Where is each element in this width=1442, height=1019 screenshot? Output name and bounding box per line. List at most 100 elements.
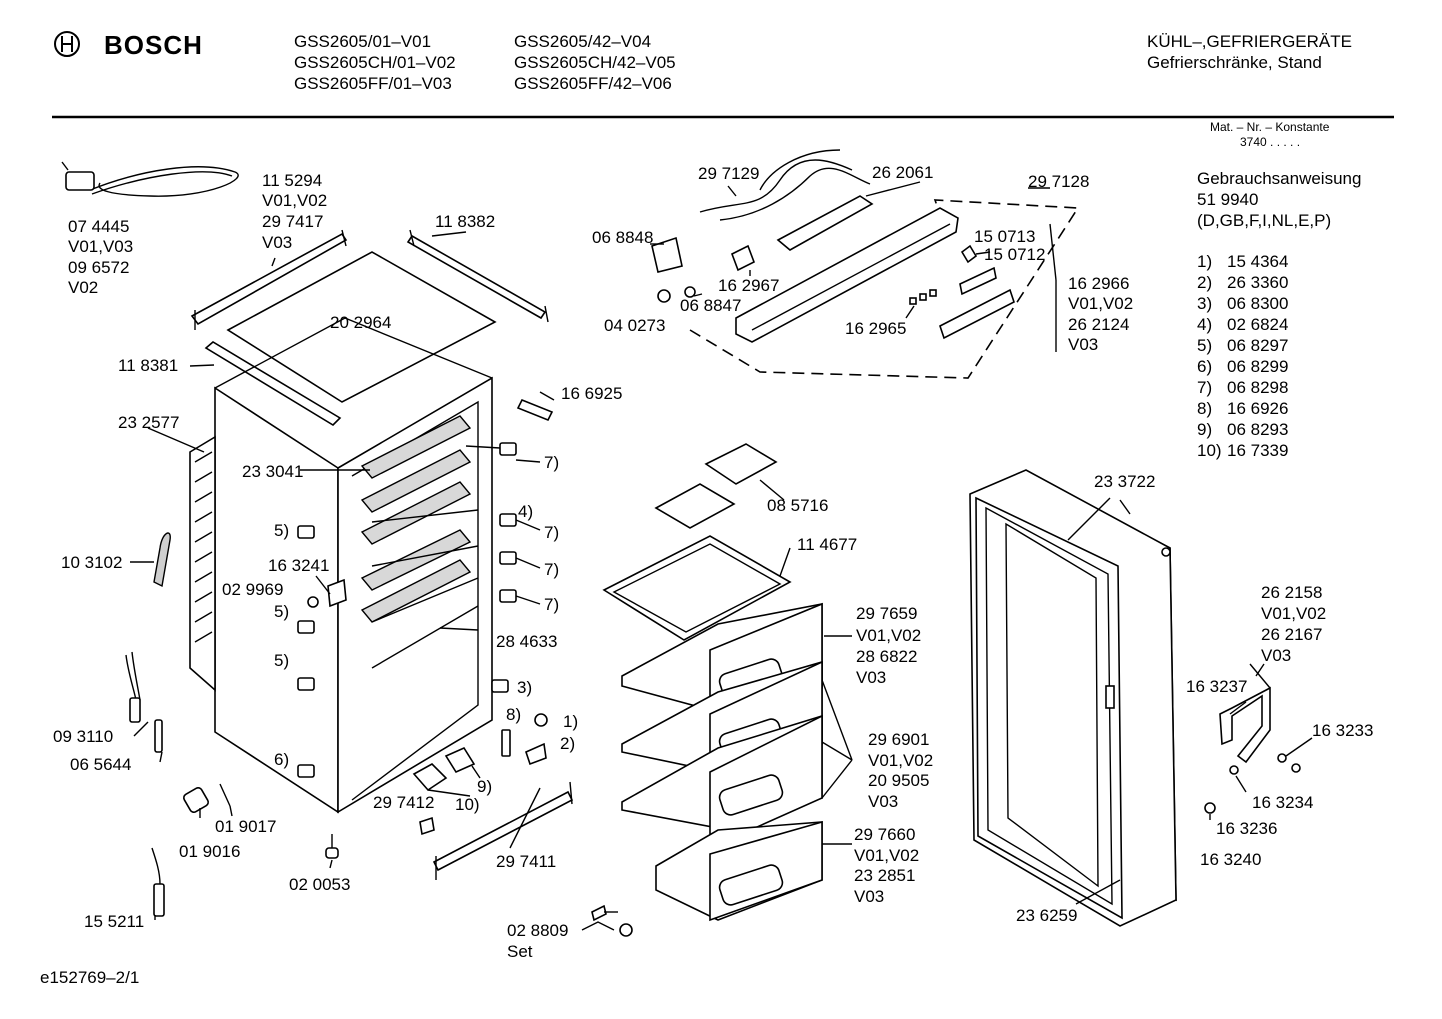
part-label: 08 5716 [767, 496, 829, 515]
manual-item-value: 02 6824 [1227, 315, 1289, 334]
clip-162967-part [730, 244, 756, 272]
ref-number: 4) [518, 502, 534, 521]
ref-number: 1) [563, 712, 579, 731]
manual-item-value: 06 8293 [1227, 420, 1289, 439]
part-label: V03 [262, 233, 293, 252]
knob-150713-part [960, 244, 978, 264]
ref-number: 9) [477, 777, 493, 796]
ref-number: 7) [544, 523, 560, 542]
part-label: 10 3102 [61, 553, 123, 572]
ref-number: 5) [274, 602, 290, 621]
part-label: 23 2851 [854, 866, 916, 885]
part-label: 23 3041 [242, 462, 304, 481]
models-column-2: GSS2605/42–V04 GSS2605CH/42–V05 GSS2605F… [514, 31, 676, 94]
ref-number: 2) [560, 734, 576, 753]
manual-item: 8)16 6926 [1197, 398, 1361, 419]
part-label: 26 2061 [872, 163, 934, 182]
part-label: 02 8809 [507, 921, 569, 940]
top-plate-part [226, 251, 497, 403]
part-label: 26 2124 [1068, 315, 1130, 334]
buttons-162965-part [909, 289, 937, 305]
part-2 [525, 742, 547, 766]
part-label: 20 9505 [868, 771, 930, 790]
part-label: V01,V02 [856, 626, 922, 645]
part-label: 29 7417 [262, 212, 324, 231]
knob-part [307, 596, 319, 608]
model-line: GSS2605FF/42–V06 [514, 74, 672, 93]
hinge-cover-part [444, 746, 476, 774]
door-part [969, 469, 1177, 927]
manual-item: 9)06 8293 [1197, 419, 1361, 440]
part-label: 15 0713 [974, 227, 1036, 246]
part-label: 11 4677 [797, 535, 858, 554]
model-line: GSS2605FF/01–V03 [294, 74, 452, 93]
part-label: 23 3722 [1094, 472, 1156, 491]
part-label: 16 3234 [1252, 793, 1314, 812]
part-label: 16 3241 [268, 556, 330, 575]
wiring-harness-part [699, 149, 871, 221]
part-8 [501, 729, 511, 757]
hinge-262158-part [1219, 663, 1271, 764]
part-label: 15 0712 [984, 245, 1046, 264]
part-label: 06 8847 [680, 296, 742, 315]
ref-number: 8) [506, 705, 522, 724]
part-label: 06 5644 [70, 755, 132, 774]
cap-163240-part [1204, 802, 1216, 814]
sensor-part [125, 651, 141, 723]
part-label: 16 3240 [1200, 850, 1262, 869]
part-label: 23 2577 [118, 413, 180, 432]
part-label: V01,V02 [1261, 604, 1327, 623]
part-label: Set [507, 942, 533, 961]
part-label: 01 9017 [215, 817, 277, 836]
ref-number: 5) [274, 651, 290, 670]
part-label: 16 2965 [845, 319, 907, 338]
lamp-040273-part [657, 289, 671, 303]
power-cord-part [61, 161, 239, 197]
ref-number: 7) [544, 453, 560, 472]
part-label: 11 8382 [435, 212, 496, 231]
socket-068848-part [651, 236, 683, 273]
bracket-166925-part [516, 398, 554, 422]
drawing-id: e152769–2/1 [40, 968, 140, 987]
part-label: 01 9016 [179, 842, 241, 861]
hinge-cap-part [412, 763, 448, 792]
manual-item: 3)06 8300 [1197, 293, 1361, 314]
part-label: 26 2167 [1261, 625, 1323, 644]
screw-028809-part [581, 904, 633, 937]
cap-163236-part [1229, 765, 1239, 775]
part-label: V03 [1068, 335, 1099, 354]
part-label: 02 0053 [289, 875, 351, 894]
manual-item-value: 15 4364 [1227, 252, 1289, 271]
manual-item-value: 06 8297 [1227, 336, 1289, 355]
drawer-296901-2-part [621, 714, 823, 850]
manual-number: 51 9940 [1197, 190, 1259, 209]
part-label: 16 3233 [1312, 721, 1374, 740]
screw-163233-part [1277, 753, 1287, 763]
manual-item-index: 3) [1197, 294, 1213, 313]
ref-number: 7) [544, 595, 560, 614]
part-label: V01,V03 [68, 237, 134, 256]
part-label: 29 7128 [1028, 172, 1090, 191]
part-label: 29 7659 [856, 604, 918, 623]
top-rail-left-part [190, 229, 348, 330]
part-label: 16 3237 [1186, 677, 1248, 696]
part-label: 29 6901 [868, 730, 930, 749]
front-trim-part [204, 341, 342, 427]
glass-shelf-part [602, 535, 792, 641]
part-label: 16 3236 [1216, 819, 1278, 838]
manual-item-index: 7) [1197, 378, 1213, 397]
foot-part [183, 783, 231, 813]
manual-block: Gebrauchsanweisung 51 9940 (D,GB,F,I,NL,… [1197, 168, 1361, 461]
part-label: 29 7412 [373, 793, 435, 812]
bosch-logo-icon [54, 31, 80, 57]
manual-item-value: 16 7339 [1227, 441, 1289, 460]
part-label: 16 2966 [1068, 274, 1130, 293]
manual-item-index: 1) [1197, 252, 1213, 271]
pin-163234-part [1291, 763, 1301, 773]
manual-item: 5)06 8297 [1197, 335, 1361, 356]
part-label: V03 [856, 668, 887, 687]
leader-lines [130, 181, 1313, 920]
screw-020053-part [325, 834, 339, 859]
subcategory: Gefrierschränke, Stand [1147, 53, 1322, 72]
